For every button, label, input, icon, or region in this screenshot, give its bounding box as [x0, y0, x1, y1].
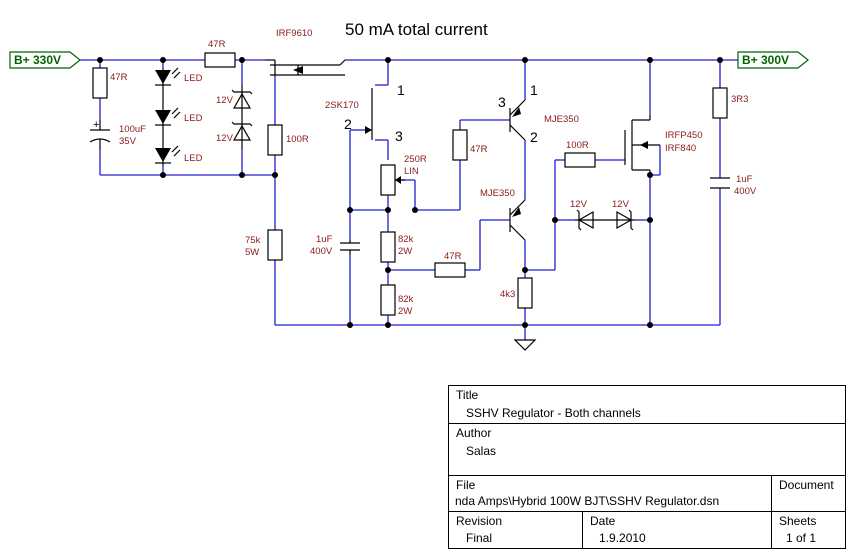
- schematic-title: 50 mA total current: [345, 20, 488, 39]
- revision-cell: Revision Final: [449, 512, 583, 548]
- svg-text:47R: 47R: [444, 251, 462, 262]
- svg-text:1uF: 1uF: [316, 234, 333, 245]
- jfet-2sk170: 2SK170 1 2 3: [325, 82, 405, 144]
- author-value: Salas: [466, 444, 497, 458]
- led-1: LED: [155, 67, 203, 86]
- svg-text:100R: 100R: [566, 140, 589, 151]
- mosfet-irf9610: IRF9610: [265, 28, 346, 76]
- svg-text:5W: 5W: [245, 247, 259, 258]
- document-cell: Document: [772, 476, 845, 512]
- svg-text:2: 2: [530, 129, 538, 145]
- svg-text:82k: 82k: [398, 234, 414, 245]
- svg-text:IRFP450: IRFP450: [665, 130, 703, 141]
- svg-text:LED: LED: [184, 113, 203, 124]
- resistor-4k3: 4k3: [500, 277, 533, 309]
- bjt-mje350-lower: MJE350: [480, 188, 526, 241]
- resistor-47r-base: 47R: [452, 129, 488, 161]
- svg-text:47R: 47R: [110, 72, 128, 83]
- svg-text:82k: 82k: [398, 294, 414, 305]
- svg-text:3R3: 3R3: [731, 94, 748, 105]
- led-3: LED: [155, 145, 203, 164]
- svg-text:LED: LED: [184, 73, 203, 84]
- capacitor-1uf-mid: 1uF 400V: [310, 234, 360, 257]
- zener-pair-right: 12V 12V: [570, 199, 635, 231]
- title-value: SSHV Regulator - Both channels: [466, 406, 641, 420]
- author-cell: Author Salas: [449, 424, 845, 476]
- file-cell: File nda Amps\Hybrid 100W BJT\SSHV Regul…: [449, 476, 772, 512]
- title-block: Title SSHV Regulator - Both channels Aut…: [448, 385, 846, 549]
- resistor-3r3: 3R3: [712, 87, 748, 119]
- capacitor-1uf-out: 1uF 400V: [710, 174, 757, 197]
- output-rail-label: B+ 300V: [737, 51, 809, 69]
- potentiometer-250r: 250R LIN: [380, 154, 427, 196]
- svg-text:3: 3: [395, 128, 403, 144]
- file-value: nda Amps\Hybrid 100W BJT\SSHV Regulator.…: [455, 494, 720, 508]
- resistor-47r-left: 47R: [92, 67, 128, 99]
- svg-text:100R: 100R: [286, 134, 309, 145]
- svg-text:400V: 400V: [734, 186, 757, 197]
- revision-caption: Revision: [456, 514, 503, 528]
- svg-text:IRF840: IRF840: [665, 143, 696, 154]
- svg-text:LED: LED: [184, 153, 203, 164]
- document-caption: Document: [779, 478, 834, 492]
- svg-text:B+ 300V: B+ 300V: [742, 53, 789, 67]
- svg-text:2W: 2W: [398, 306, 412, 317]
- svg-text:MJE350: MJE350: [544, 114, 579, 125]
- svg-text:12V: 12V: [216, 133, 234, 144]
- svg-text:35V: 35V: [119, 136, 137, 147]
- ground-symbol: [513, 339, 537, 351]
- resistor-82k-upper: 82k 2W: [380, 231, 414, 263]
- sheets-value: 1 of 1: [786, 531, 817, 545]
- resistor-47r-series: 47R: [204, 39, 236, 68]
- title-cell: Title SSHV Regulator - Both channels: [449, 386, 845, 424]
- author-caption: Author: [456, 426, 492, 440]
- svg-text:1uF: 1uF: [736, 174, 753, 185]
- svg-text:3: 3: [498, 94, 506, 110]
- svg-text:12V: 12V: [612, 199, 630, 210]
- svg-text:IRF9610: IRF9610: [276, 28, 312, 39]
- svg-text:+: +: [93, 119, 99, 131]
- resistor-100r-left: 100R: [267, 124, 309, 156]
- svg-text:LIN: LIN: [404, 166, 419, 177]
- date-value: 1.9.2010: [599, 531, 646, 545]
- led-2: LED: [155, 107, 203, 126]
- resistor-75k: 75k 5W: [245, 229, 283, 261]
- title-caption: Title: [456, 388, 479, 402]
- svg-text:12V: 12V: [570, 199, 588, 210]
- capacitor-100uf: + 100uF 35V: [89, 119, 146, 150]
- zener-pair-left: 12V 12V: [216, 85, 253, 150]
- resistor-82k-lower: 82k 2W: [380, 284, 414, 317]
- bjt-mje350-upper: MJE350 3 1 2: [498, 82, 579, 145]
- svg-text:2SK170: 2SK170: [325, 100, 359, 111]
- svg-text:MJE350: MJE350: [480, 188, 515, 199]
- svg-text:75k: 75k: [245, 235, 261, 246]
- revision-value: Final: [466, 531, 493, 545]
- svg-text:250R: 250R: [404, 154, 427, 165]
- svg-text:400V: 400V: [310, 246, 333, 257]
- svg-text:1: 1: [530, 82, 538, 98]
- svg-text:47R: 47R: [470, 144, 488, 155]
- sheets-cell: Sheets 1 of 1: [772, 512, 845, 548]
- sheets-caption: Sheets: [779, 514, 817, 528]
- svg-text:1: 1: [397, 82, 405, 98]
- resistor-100r-gate: 100R: [564, 140, 596, 168]
- svg-text:12V: 12V: [216, 95, 234, 106]
- junction-dots: [97, 57, 723, 328]
- date-cell: Date 1.9.2010: [583, 512, 772, 548]
- date-caption: Date: [590, 514, 616, 528]
- mosfet-irfp450: IRFP450 IRF840: [624, 115, 703, 175]
- svg-text:4k3: 4k3: [500, 289, 515, 300]
- svg-text:2: 2: [344, 116, 352, 132]
- svg-text:B+ 330V: B+ 330V: [14, 53, 61, 67]
- file-caption: File: [456, 478, 476, 492]
- svg-text:47R: 47R: [208, 39, 226, 50]
- input-rail-label: B+ 330V: [9, 51, 81, 69]
- led-string: LED LED LED: [155, 67, 203, 165]
- resistor-47r-mid: 47R: [434, 251, 466, 278]
- svg-text:2W: 2W: [398, 246, 412, 257]
- svg-text:100uF: 100uF: [119, 124, 146, 135]
